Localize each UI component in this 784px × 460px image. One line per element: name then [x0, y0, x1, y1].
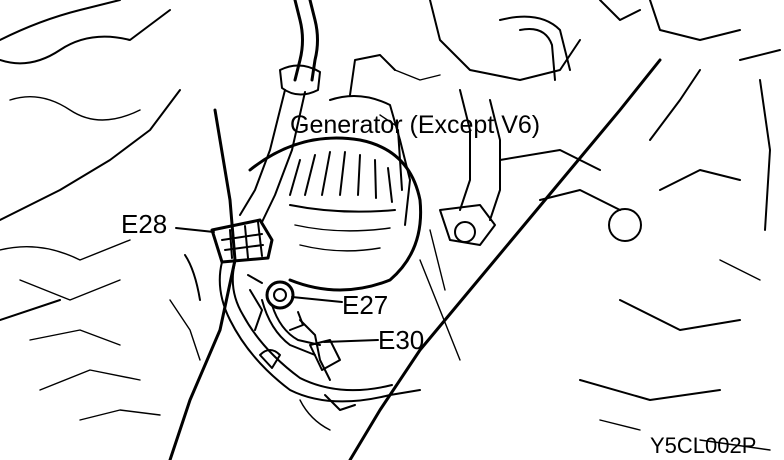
e27-label: E27 — [342, 290, 389, 320]
e28-connector — [210, 218, 274, 264]
generator-body — [248, 54, 441, 292]
leader-lines — [175, 129, 403, 343]
e27-terminal — [247, 274, 295, 310]
lower-right-area — [579, 79, 771, 451]
e30-label: E30 — [378, 325, 425, 355]
e28-label: E28 — [121, 209, 168, 239]
right-bracket — [419, 0, 621, 361]
left-engine-outline — [0, 0, 201, 421]
frame-edges — [168, 0, 781, 460]
generator-label: Generator (Except V6) — [290, 111, 541, 139]
wiring-harness — [218, 261, 421, 431]
figure-code: Y5CL002P — [650, 433, 757, 458]
top-hose — [239, 0, 321, 223]
